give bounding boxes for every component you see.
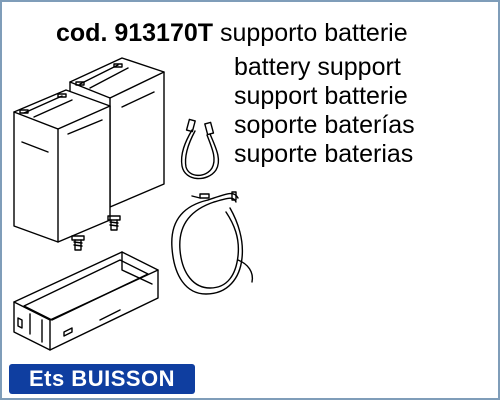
name-english: battery support xyxy=(234,53,401,81)
translated-names: battery support support batterie soporte… xyxy=(234,53,415,169)
battery-front-icon xyxy=(13,89,111,243)
wire-harness-icon xyxy=(171,191,254,295)
cable-loop-icon xyxy=(180,118,220,180)
product-code-line: cod. 913170T supporto batterie xyxy=(56,18,408,48)
name-spanish: soporte baterías xyxy=(234,111,415,139)
product-title-italian: supporto batterie xyxy=(219,19,408,47)
name-french: support batterie xyxy=(234,82,408,110)
battery-tray-icon xyxy=(13,251,159,351)
screw-icon xyxy=(71,235,85,251)
brand-logo: Ets BUISSON xyxy=(9,364,195,394)
screw-icon xyxy=(107,215,121,231)
product-code: cod. 913170T xyxy=(56,19,214,47)
name-portuguese: suporte baterias xyxy=(234,140,414,168)
